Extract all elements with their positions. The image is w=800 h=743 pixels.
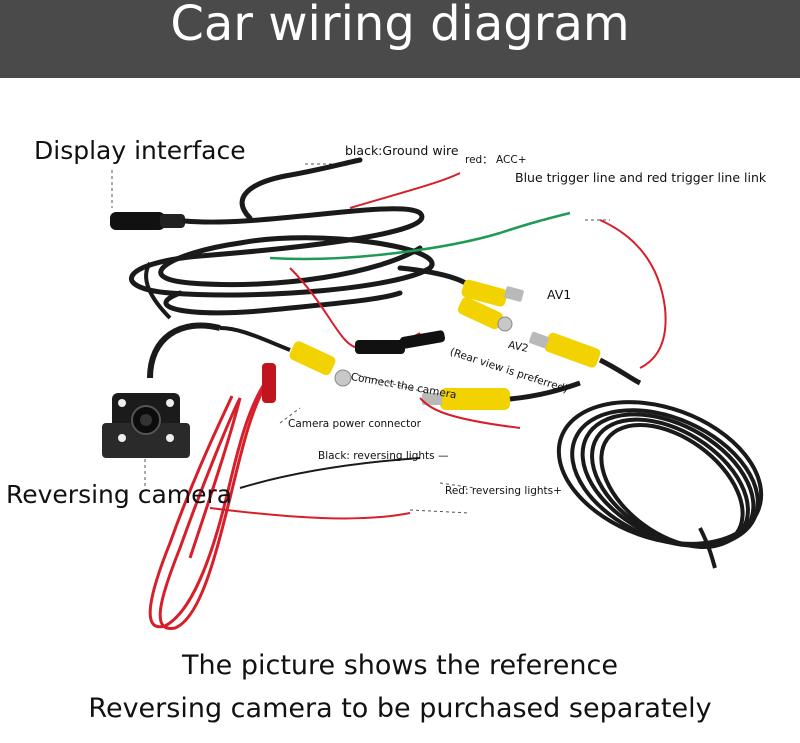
label-acc: red： ACC+	[465, 154, 527, 166]
wiring-diagram: Display interface black:Ground wire red：…	[0, 78, 800, 638]
label-black-reversing: Black: reversing lights —	[318, 450, 449, 462]
header-banner: Car wiring diagram	[0, 0, 800, 78]
wiring-illustration	[102, 157, 764, 630]
label-reversing-camera: Reversing camera	[6, 480, 233, 509]
label-ground-wire: black:Ground wire	[345, 143, 459, 158]
label-camera-power: Camera power connector	[288, 418, 421, 430]
rca-av1-lower	[457, 297, 513, 332]
power-connector-plug	[262, 363, 276, 403]
rca-camera-connector	[219, 326, 352, 387]
leader-lines	[111, 163, 610, 514]
main-cable-coil	[129, 157, 473, 316]
reversing-camera	[102, 261, 221, 458]
rca-extension	[422, 380, 581, 410]
red-extension-wire	[419, 397, 521, 429]
fuse-holder	[355, 330, 446, 354]
trigger-wire-red	[599, 219, 667, 369]
footer-line-2: Reversing camera to be purchased separat…	[88, 693, 712, 724]
acc-wire	[349, 172, 461, 209]
label-display-interface: Display interface	[34, 136, 246, 165]
page-title: Car wiring diagram	[170, 0, 630, 52]
trigger-wire-green	[269, 211, 571, 261]
power-cable-loop	[148, 377, 272, 630]
footer-line-1: The picture shows the reference	[182, 650, 618, 681]
display-connector	[110, 212, 185, 230]
black-reversing-wire	[239, 457, 421, 489]
label-red-reversing: Red: reversing lights+	[445, 485, 562, 497]
rca-av2	[529, 331, 642, 386]
red-reversing-wire	[209, 507, 411, 520]
label-trigger-link: Blue trigger line and red trigger line l…	[515, 170, 767, 185]
label-av1: AV1	[547, 287, 572, 302]
extension-cable-coil	[556, 400, 764, 569]
rca-av1-upper	[461, 279, 524, 307]
